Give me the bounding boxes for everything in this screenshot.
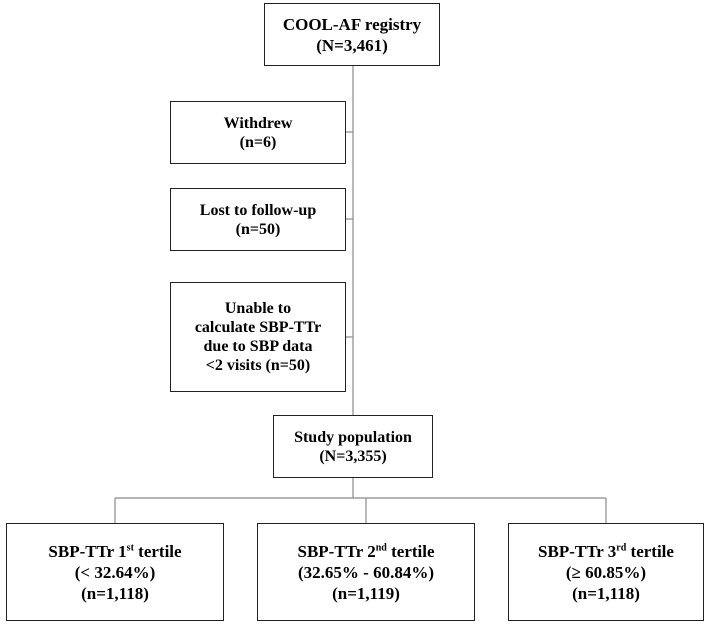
registry-count: (N=3,461) — [316, 35, 388, 55]
lost-title: Lost to follow-up — [199, 201, 317, 219]
tertile-1-title: SBP-TTr 1st tertile — [48, 541, 181, 562]
withdrew-box: Withdrew (n=6) — [170, 101, 346, 164]
tertile-3-ordinal: rd — [616, 541, 627, 553]
lost-count: (n=50) — [235, 220, 281, 238]
tertile-1-range: (< 32.64%) — [74, 562, 156, 582]
tertile-2-suffix: tertile — [386, 541, 435, 561]
tertile-3-box: SBP-TTr 3rd tertile (≥ 60.85%) (n=1,118) — [508, 523, 704, 621]
tertile-3-range: (≥ 60.85%) — [565, 562, 647, 582]
tertile-2-box: SBP-TTr 2nd tertile (32.65% - 60.84%) (n… — [257, 523, 475, 621]
tertile-2-title: SBP-TTr 2nd tertile — [297, 541, 434, 562]
unable-line-4: <2 visits (n=50) — [205, 357, 311, 374]
unable-to-calculate-box: Unable to calculate SBP-TTr due to SBP d… — [170, 282, 346, 392]
tertile-2-ordinal: nd — [375, 541, 387, 553]
tertile-1-ordinal: st — [126, 541, 134, 553]
unable-line-2: calculate SBP-TTr — [194, 319, 322, 336]
study-count: (N=3,355) — [319, 447, 387, 465]
registry-title: COOL-AF registry — [282, 14, 422, 34]
tertile-3-title: SBP-TTr 3rd tertile — [538, 541, 674, 562]
tertile-2-range: (32.65% - 60.84%) — [298, 562, 434, 582]
unable-line-1: Unable to — [224, 300, 292, 317]
tertile-1-suffix: tertile — [133, 541, 182, 561]
tertile-2-prefix: SBP-TTr 2 — [297, 541, 376, 561]
tertile-2-count: (n=1,119) — [332, 583, 400, 603]
withdrew-count: (n=6) — [239, 133, 277, 151]
withdrew-title: Withdrew — [223, 114, 293, 132]
tertile-3-count: (n=1,118) — [572, 583, 640, 603]
study-title: Study population — [294, 428, 412, 446]
lost-to-follow-up-box: Lost to follow-up (n=50) — [170, 188, 346, 251]
tertile-3-prefix: SBP-TTr 3 — [538, 541, 617, 561]
tertile-1-prefix: SBP-TTr 1 — [48, 541, 127, 561]
tertile-1-box: SBP-TTr 1st tertile (< 32.64%) (n=1,118) — [6, 523, 224, 621]
registry-box: COOL-AF registry (N=3,461) — [264, 3, 440, 66]
study-population-box: Study population (N=3,355) — [273, 415, 433, 478]
tertile-1-count: (n=1,118) — [81, 583, 149, 603]
tertile-3-suffix: tertile — [626, 541, 674, 561]
unable-line-3: due to SBP data — [203, 338, 313, 355]
